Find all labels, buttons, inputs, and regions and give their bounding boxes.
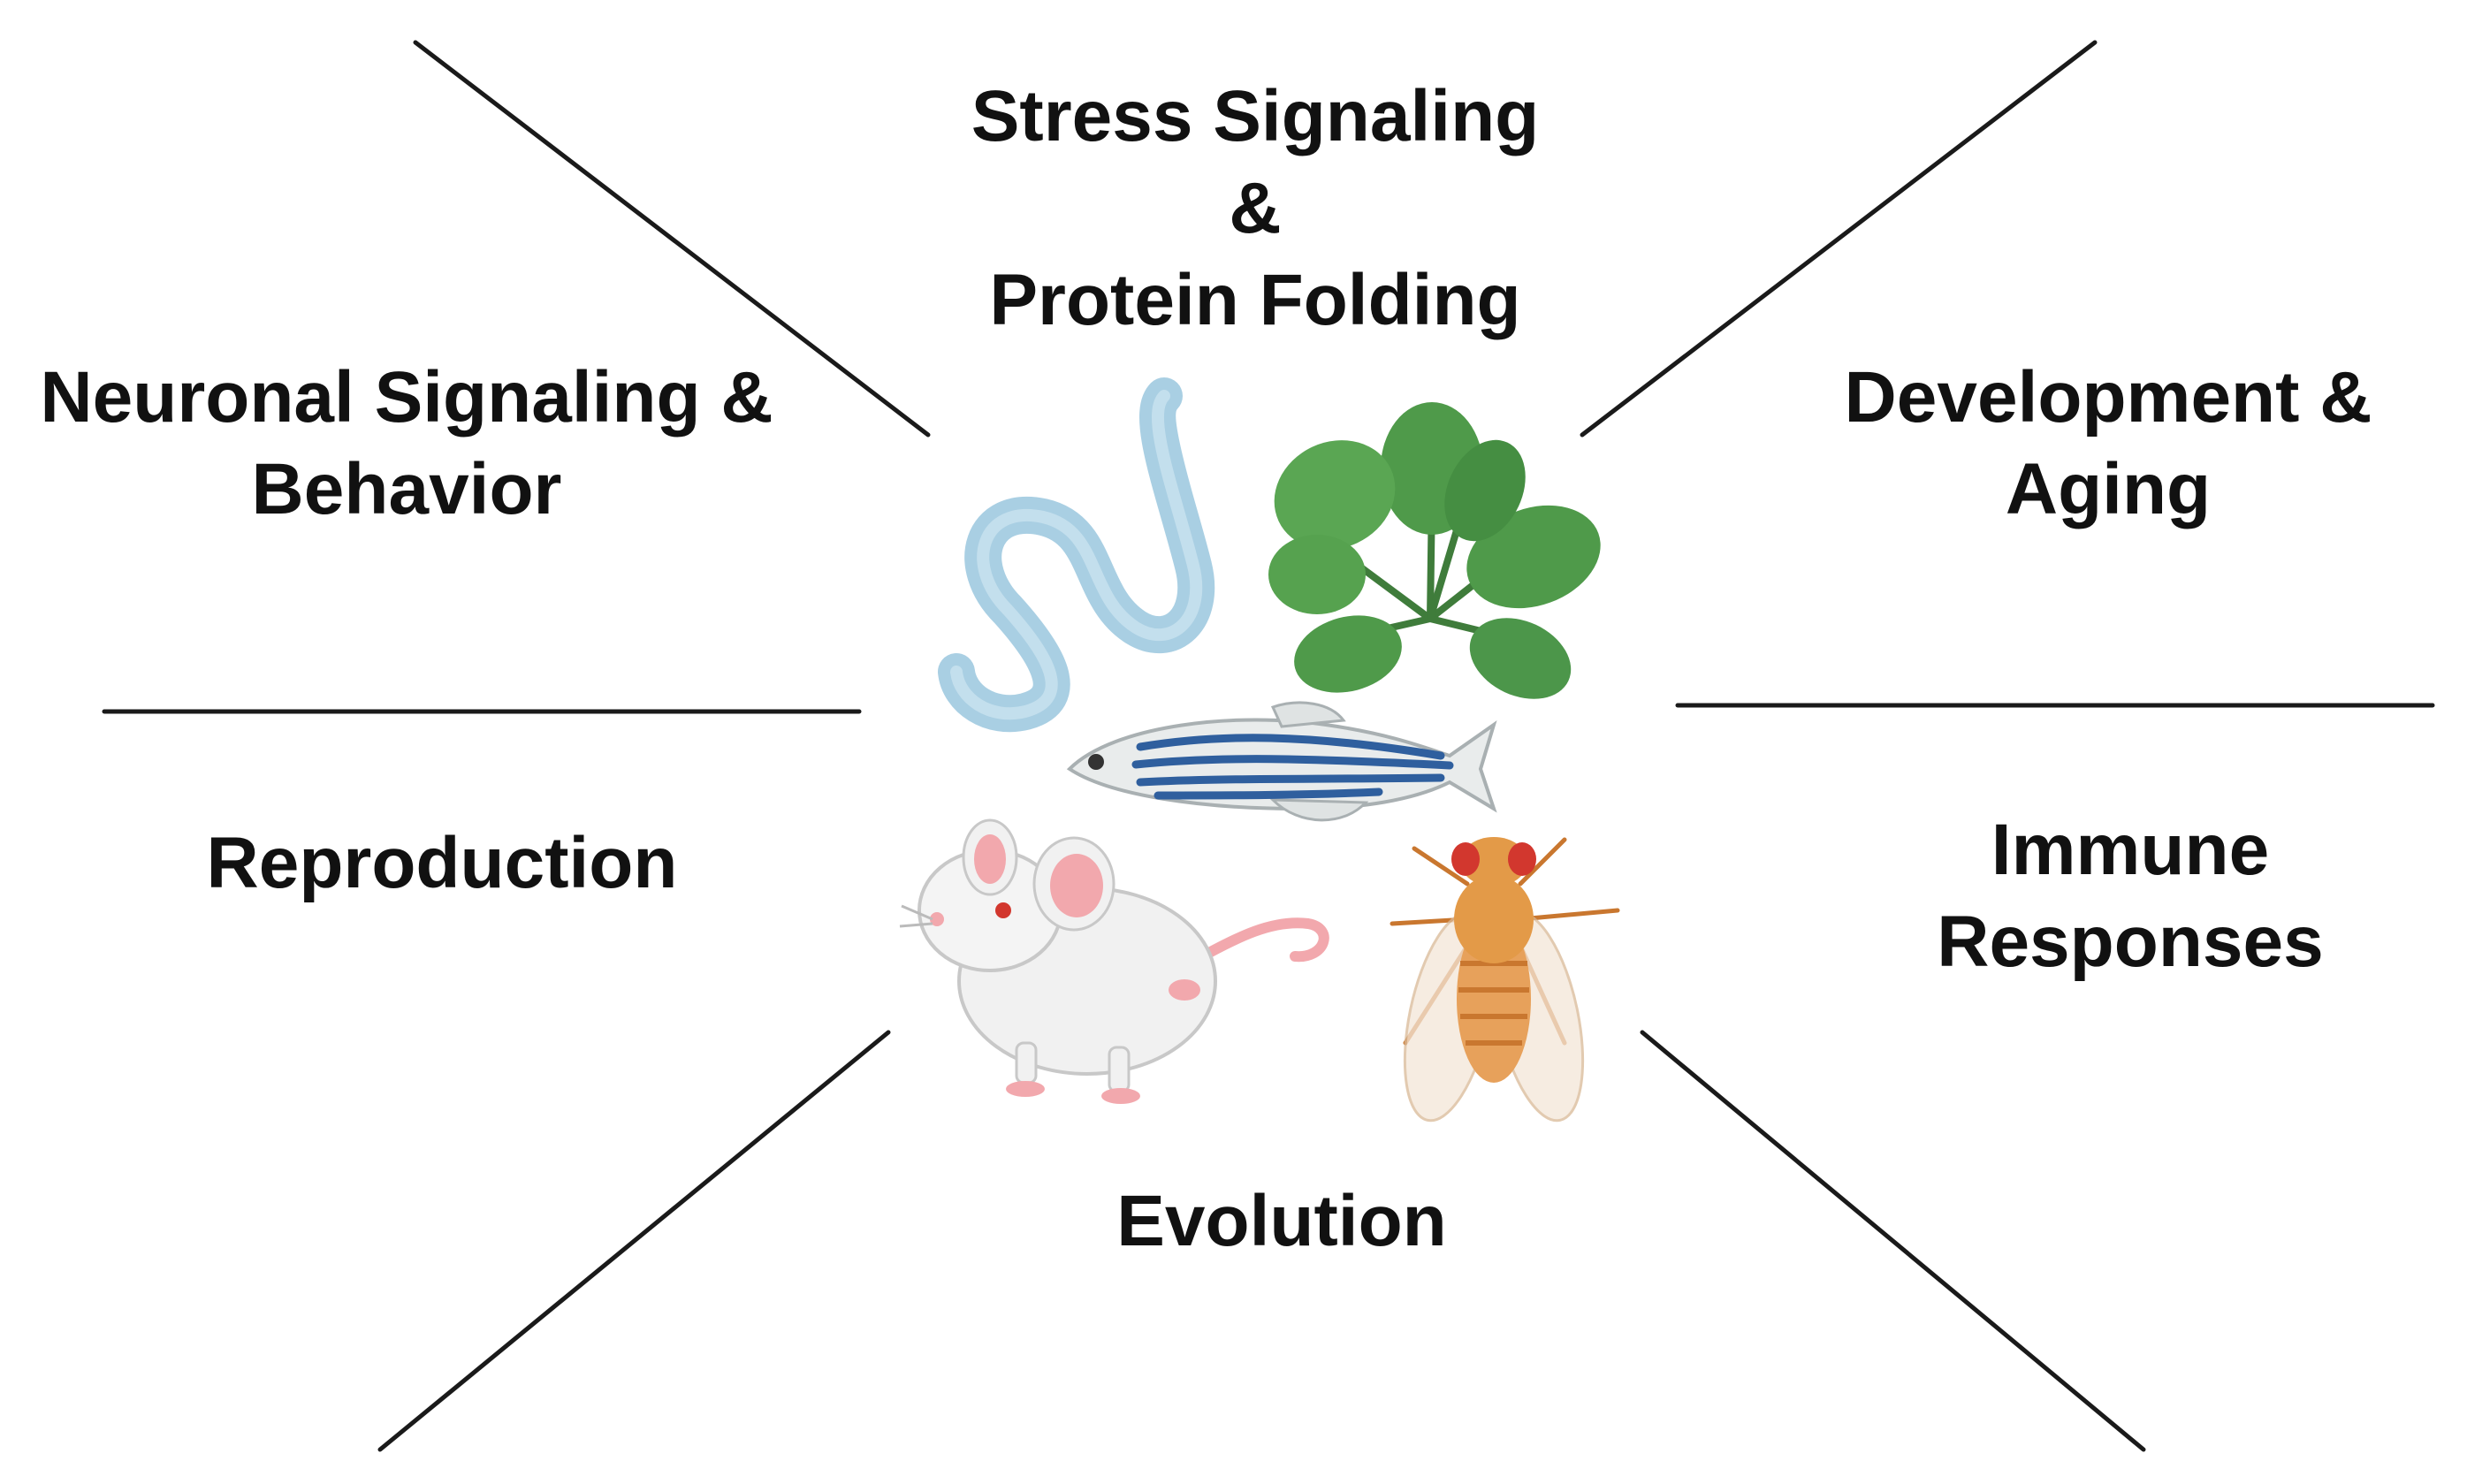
label-line: Behavior [251, 449, 562, 529]
fruit-fly-icon [1390, 837, 1620, 1123]
zebrafish-icon [1066, 701, 1497, 822]
label-line: Aging [2005, 449, 2212, 529]
divider-bottom-right [1640, 1030, 2146, 1452]
label-line: Evolution [1116, 1181, 1447, 1261]
neuronal-signaling-label: Neuronal Signaling & Behavior [0, 352, 813, 536]
mouse-icon [899, 818, 1329, 1104]
divider-bottom-left [377, 1030, 891, 1452]
stress-signaling-label: Stress Signaling & Protein Folding [902, 71, 1609, 346]
immune-responses-label: Immune Responses [1821, 804, 2440, 988]
label-line: & [1229, 168, 1282, 248]
divider-top-left [413, 40, 931, 438]
development-aging-label: Development & Aging [1786, 352, 2431, 536]
label-line: Immune [1991, 810, 2270, 890]
evolution-label: Evolution [1016, 1176, 1547, 1267]
label-line: Responses [1937, 902, 2324, 982]
label-line: Stress Signaling [971, 76, 1540, 156]
label-line: Development & [1844, 357, 2372, 438]
worm-icon [938, 377, 1215, 733]
plant-icon [1268, 402, 1601, 699]
label-line: Reproduction [206, 823, 678, 903]
divider-top-right [1580, 40, 2098, 438]
reproduction-label: Reproduction [133, 818, 751, 909]
label-line: Protein Folding [989, 260, 1521, 340]
label-line: Neuronal Signaling & [40, 357, 773, 438]
